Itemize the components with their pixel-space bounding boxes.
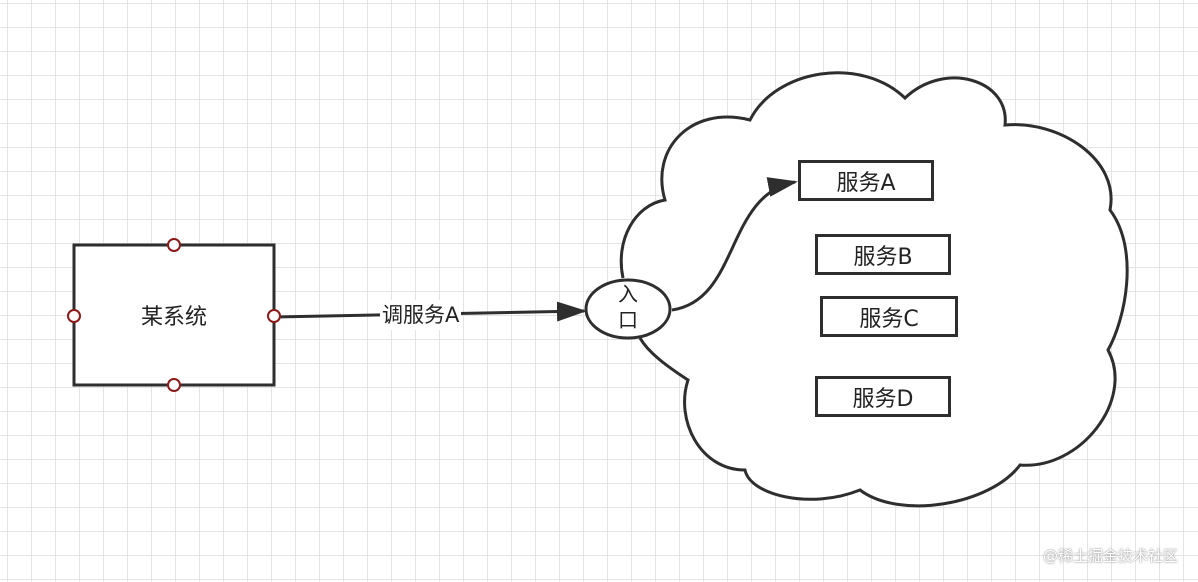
service-d-label: 服务D: [852, 386, 914, 412]
entry-to-service-a-edge[interactable]: [671, 177, 798, 312]
service-a-node[interactable]: 服务A: [798, 160, 934, 201]
connection-handle-top[interactable]: [167, 238, 181, 252]
service-c-node[interactable]: 服务C: [820, 296, 958, 337]
service-a-label: 服务A: [836, 170, 896, 196]
service-b-label: 服务B: [853, 244, 913, 270]
service-d-node[interactable]: 服务D: [815, 376, 951, 417]
connection-handle-left[interactable]: [67, 309, 81, 323]
service-b-node[interactable]: 服务B: [815, 234, 951, 275]
watermark: @稀土掘金技术社区: [1042, 547, 1178, 565]
connection-handle-right[interactable]: [267, 309, 281, 323]
entry-node-label: 入口: [618, 282, 638, 332]
service-c-label: 服务C: [859, 306, 919, 332]
connection-handle-bottom[interactable]: [167, 378, 181, 392]
cloud-shape: [619, 71, 1129, 508]
entry-node-shape[interactable]: [584, 278, 672, 340]
call-edge-label: 调服务A: [380, 300, 462, 330]
system-node-label: 某系统: [140, 304, 207, 330]
